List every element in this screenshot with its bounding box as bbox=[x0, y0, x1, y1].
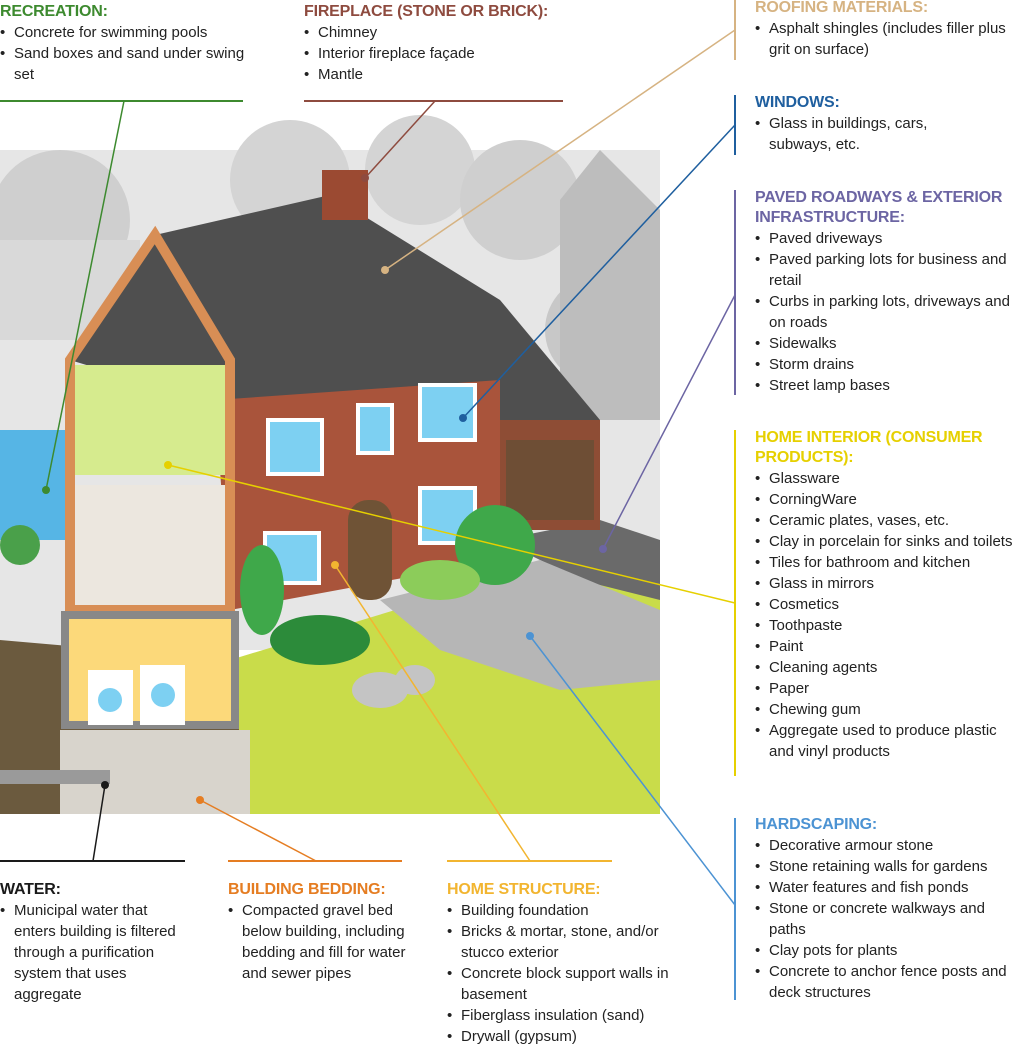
list-item: Chewing gum bbox=[755, 699, 1020, 720]
section-title: RECREATION: bbox=[0, 3, 108, 20]
list-item: Glass in buildings, cars, subways, etc. bbox=[755, 113, 975, 155]
list-item: Stone retaining walls for gardens bbox=[755, 856, 1024, 877]
driveway bbox=[500, 520, 660, 600]
cutaway-frame bbox=[65, 225, 235, 615]
list-item: CorningWare bbox=[755, 489, 1020, 510]
list-item: Curbs in parking lots, driveways and on … bbox=[755, 291, 1015, 333]
list-item: Water features and fish ponds bbox=[755, 877, 1024, 898]
water-section: WATER: Municipal water that enters build… bbox=[0, 880, 190, 1005]
section-title: HARDSCAPING: bbox=[755, 816, 878, 833]
list-item: Tiles for bathroom and kitchen bbox=[755, 552, 1020, 573]
list-item: Building foundation bbox=[447, 900, 687, 921]
list-item: Paved driveways bbox=[755, 228, 1015, 249]
list-item: Paper bbox=[755, 678, 1020, 699]
list-item: Asphalt shingles (includes filler plus g… bbox=[755, 18, 1020, 60]
list-item: Paved parking lots for business and reta… bbox=[755, 249, 1015, 291]
recreation-section: RECREATION: Concrete for swimming poolsS… bbox=[0, 2, 250, 85]
list-item: Concrete block support walls in basement bbox=[447, 963, 687, 1005]
list-item: Concrete for swimming pools bbox=[0, 22, 250, 43]
list-item: Aggregate used to produce plastic and vi… bbox=[755, 720, 1020, 762]
list-item: Sand boxes and sand under swing set bbox=[0, 43, 250, 85]
list-item: Clay pots for plants bbox=[755, 940, 1024, 961]
leader-lines bbox=[42, 29, 736, 906]
section-title: WINDOWS: bbox=[755, 94, 840, 111]
section-title: PAVED ROADWAYS & EXTERIOR INFRASTRUCTURE… bbox=[755, 189, 1003, 226]
water-pipe bbox=[0, 770, 110, 784]
list-item: Cosmetics bbox=[755, 594, 1020, 615]
list-item: Storm drains bbox=[755, 354, 1015, 375]
chimney bbox=[322, 170, 368, 220]
windows-section: WINDOWS: Glass in buildings, cars, subwa… bbox=[755, 93, 975, 155]
roofing-section: ROOFING MATERIALS: Asphalt shingles (inc… bbox=[755, 0, 1020, 60]
section-title: BUILDING BEDDING: bbox=[228, 881, 386, 898]
list-item: Toothpaste bbox=[755, 615, 1020, 636]
list-item: Stone or concrete walkways and paths bbox=[755, 898, 1024, 940]
section-title: HOME STRUCTURE: bbox=[447, 881, 601, 898]
list-item: Compacted gravel bed below building, inc… bbox=[228, 900, 413, 984]
list-item: Concrete to anchor fence posts and deck … bbox=[755, 961, 1024, 1003]
bedding-section: BUILDING BEDDING: Compacted gravel bed b… bbox=[228, 880, 413, 984]
list-item: Decorative armour stone bbox=[755, 835, 1024, 856]
fireplace-section: FIREPLACE (STONE OR BRICK): ChimneyInter… bbox=[304, 2, 564, 85]
structure-section: HOME STRUCTURE: Building foundationBrick… bbox=[447, 880, 687, 1047]
section-title: WATER: bbox=[0, 881, 61, 898]
list-item: Mantle bbox=[304, 64, 564, 85]
paved-section: PAVED ROADWAYS & EXTERIOR INFRASTRUCTURE… bbox=[755, 188, 1015, 396]
section-title: FIREPLACE (STONE OR BRICK): bbox=[304, 3, 549, 20]
house bbox=[61, 170, 600, 729]
interior-section: HOME INTERIOR (CONSUMER PRODUCTS): Glass… bbox=[755, 428, 1020, 762]
hardscaping-section: HARDSCAPING: Decorative armour stoneSton… bbox=[755, 815, 1024, 1003]
list-item: Street lamp bases bbox=[755, 375, 1015, 396]
list-item: Clay in porcelain for sinks and toilets bbox=[755, 531, 1020, 552]
list-item: Paint bbox=[755, 636, 1020, 657]
front-door bbox=[348, 500, 392, 600]
section-title: HOME INTERIOR (CONSUMER PRODUCTS): bbox=[755, 429, 983, 466]
list-item: Interior fireplace façade bbox=[304, 43, 564, 64]
list-item: Municipal water that enters building is … bbox=[0, 900, 190, 1005]
list-item: Cleaning agents bbox=[755, 657, 1020, 678]
list-item: Glass in mirrors bbox=[755, 573, 1020, 594]
bathroom bbox=[75, 365, 225, 475]
kitchen bbox=[75, 485, 225, 605]
section-title: ROOFING MATERIALS: bbox=[755, 0, 928, 16]
list-item: Glassware bbox=[755, 468, 1020, 489]
list-item: Sidewalks bbox=[755, 333, 1015, 354]
list-item: Drywall (gypsum) bbox=[447, 1026, 687, 1047]
list-item: Bricks & mortar, stone, and/or stucco ex… bbox=[447, 921, 687, 963]
list-item: Ceramic plates, vases, etc. bbox=[755, 510, 1020, 531]
list-item: Fiberglass insulation (sand) bbox=[447, 1005, 687, 1026]
pool bbox=[0, 430, 70, 540]
list-item: Chimney bbox=[304, 22, 564, 43]
